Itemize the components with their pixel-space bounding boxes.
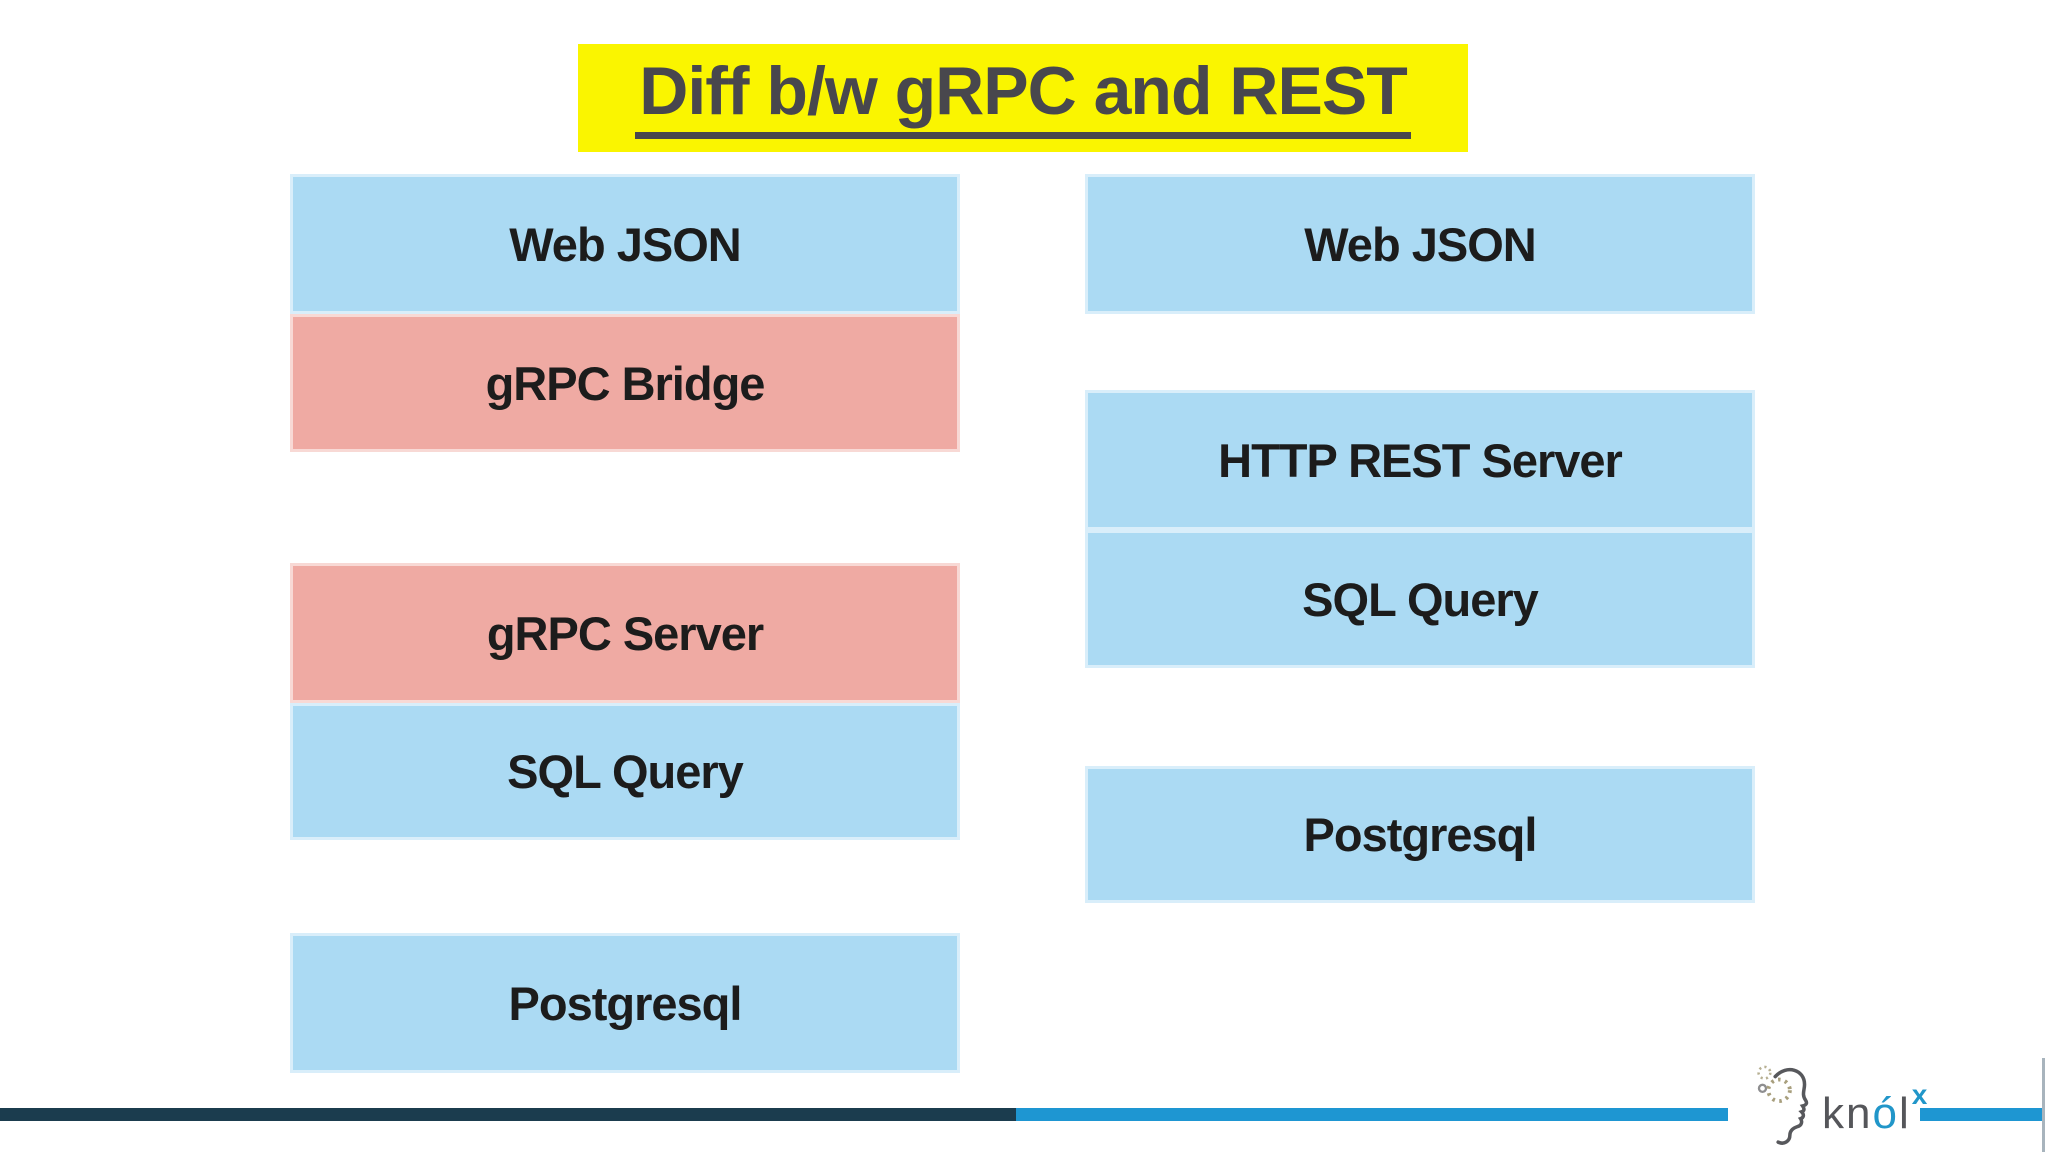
box-label: SQL Query [1302,572,1539,626]
knolx-head-icon [1757,1065,1809,1145]
box-label: Postgresql [508,976,743,1030]
box-web-json-grpc: Web JSON [290,174,960,314]
logo-accent: ó [1872,1089,1899,1138]
box-sql-query-grpc: SQL Query [290,703,960,840]
box-grpc-server: gRPC Server [290,563,960,703]
page-title-text: Diff b/w gRPC and REST [635,57,1411,139]
footer-divider-blue [1016,1108,1728,1121]
box-label: Postgresql [1303,808,1538,861]
footer-divider-dark [0,1108,1016,1121]
box-label: gRPC Server [486,606,764,660]
footer-divider-accent [1920,1108,2043,1121]
box-label: Web JSON [509,217,741,271]
knolx-logo: knólx [1748,1058,1928,1148]
box-sql-query-rest: SQL Query [1085,530,1755,668]
box-label: SQL Query [507,745,744,798]
box-postgresql-rest: Postgresql [1085,766,1755,903]
slide-right-edge [2042,1058,2045,1152]
box-label: Web JSON [1304,217,1536,271]
box-http-rest-server: HTTP REST Server [1085,390,1755,530]
box-postgresql-grpc: Postgresql [290,933,960,1073]
logo-superscript-x: x [1911,1079,1930,1110]
box-grpc-bridge: gRPC Bridge [290,314,960,452]
logo-suffix: l [1898,1089,1911,1138]
box-label: HTTP REST Server [1218,433,1623,487]
knolx-logo-text: knólx [1822,1081,1928,1148]
logo-prefix: kn [1822,1089,1873,1138]
box-web-json-rest: Web JSON [1085,174,1755,314]
box-label: gRPC Bridge [485,356,766,410]
page-title: Diff b/w gRPC and REST [578,44,1468,152]
